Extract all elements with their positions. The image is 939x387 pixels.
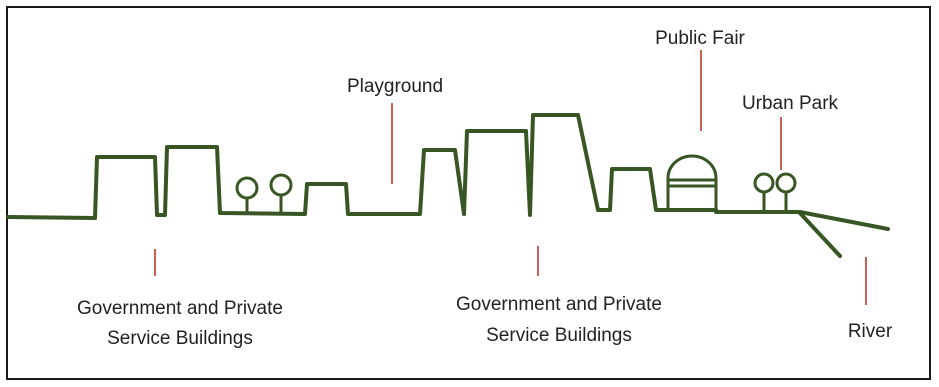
public-fair-dome <box>666 154 718 210</box>
tree-park-1 <box>753 172 775 211</box>
label-public-fair: Public Fair <box>655 28 745 49</box>
label-urban-park: Urban Park <box>741 93 839 114</box>
tree-left-2 <box>269 173 293 214</box>
diagram-frame <box>6 6 931 380</box>
river-bank <box>797 210 842 258</box>
label-playground: Playground <box>346 76 444 97</box>
label-govt-left-line2: Service Buildings <box>107 328 253 349</box>
tree-left-1 <box>235 176 259 214</box>
tree-park-2 <box>775 172 797 211</box>
label-govt-center-line1: Government and Private <box>456 294 662 315</box>
label-govt-center-line2: Service Buildings <box>486 325 632 346</box>
skyline-outline <box>6 113 890 231</box>
label-govt-left-line1: Government and Private <box>77 298 283 319</box>
label-river: River <box>847 321 893 342</box>
